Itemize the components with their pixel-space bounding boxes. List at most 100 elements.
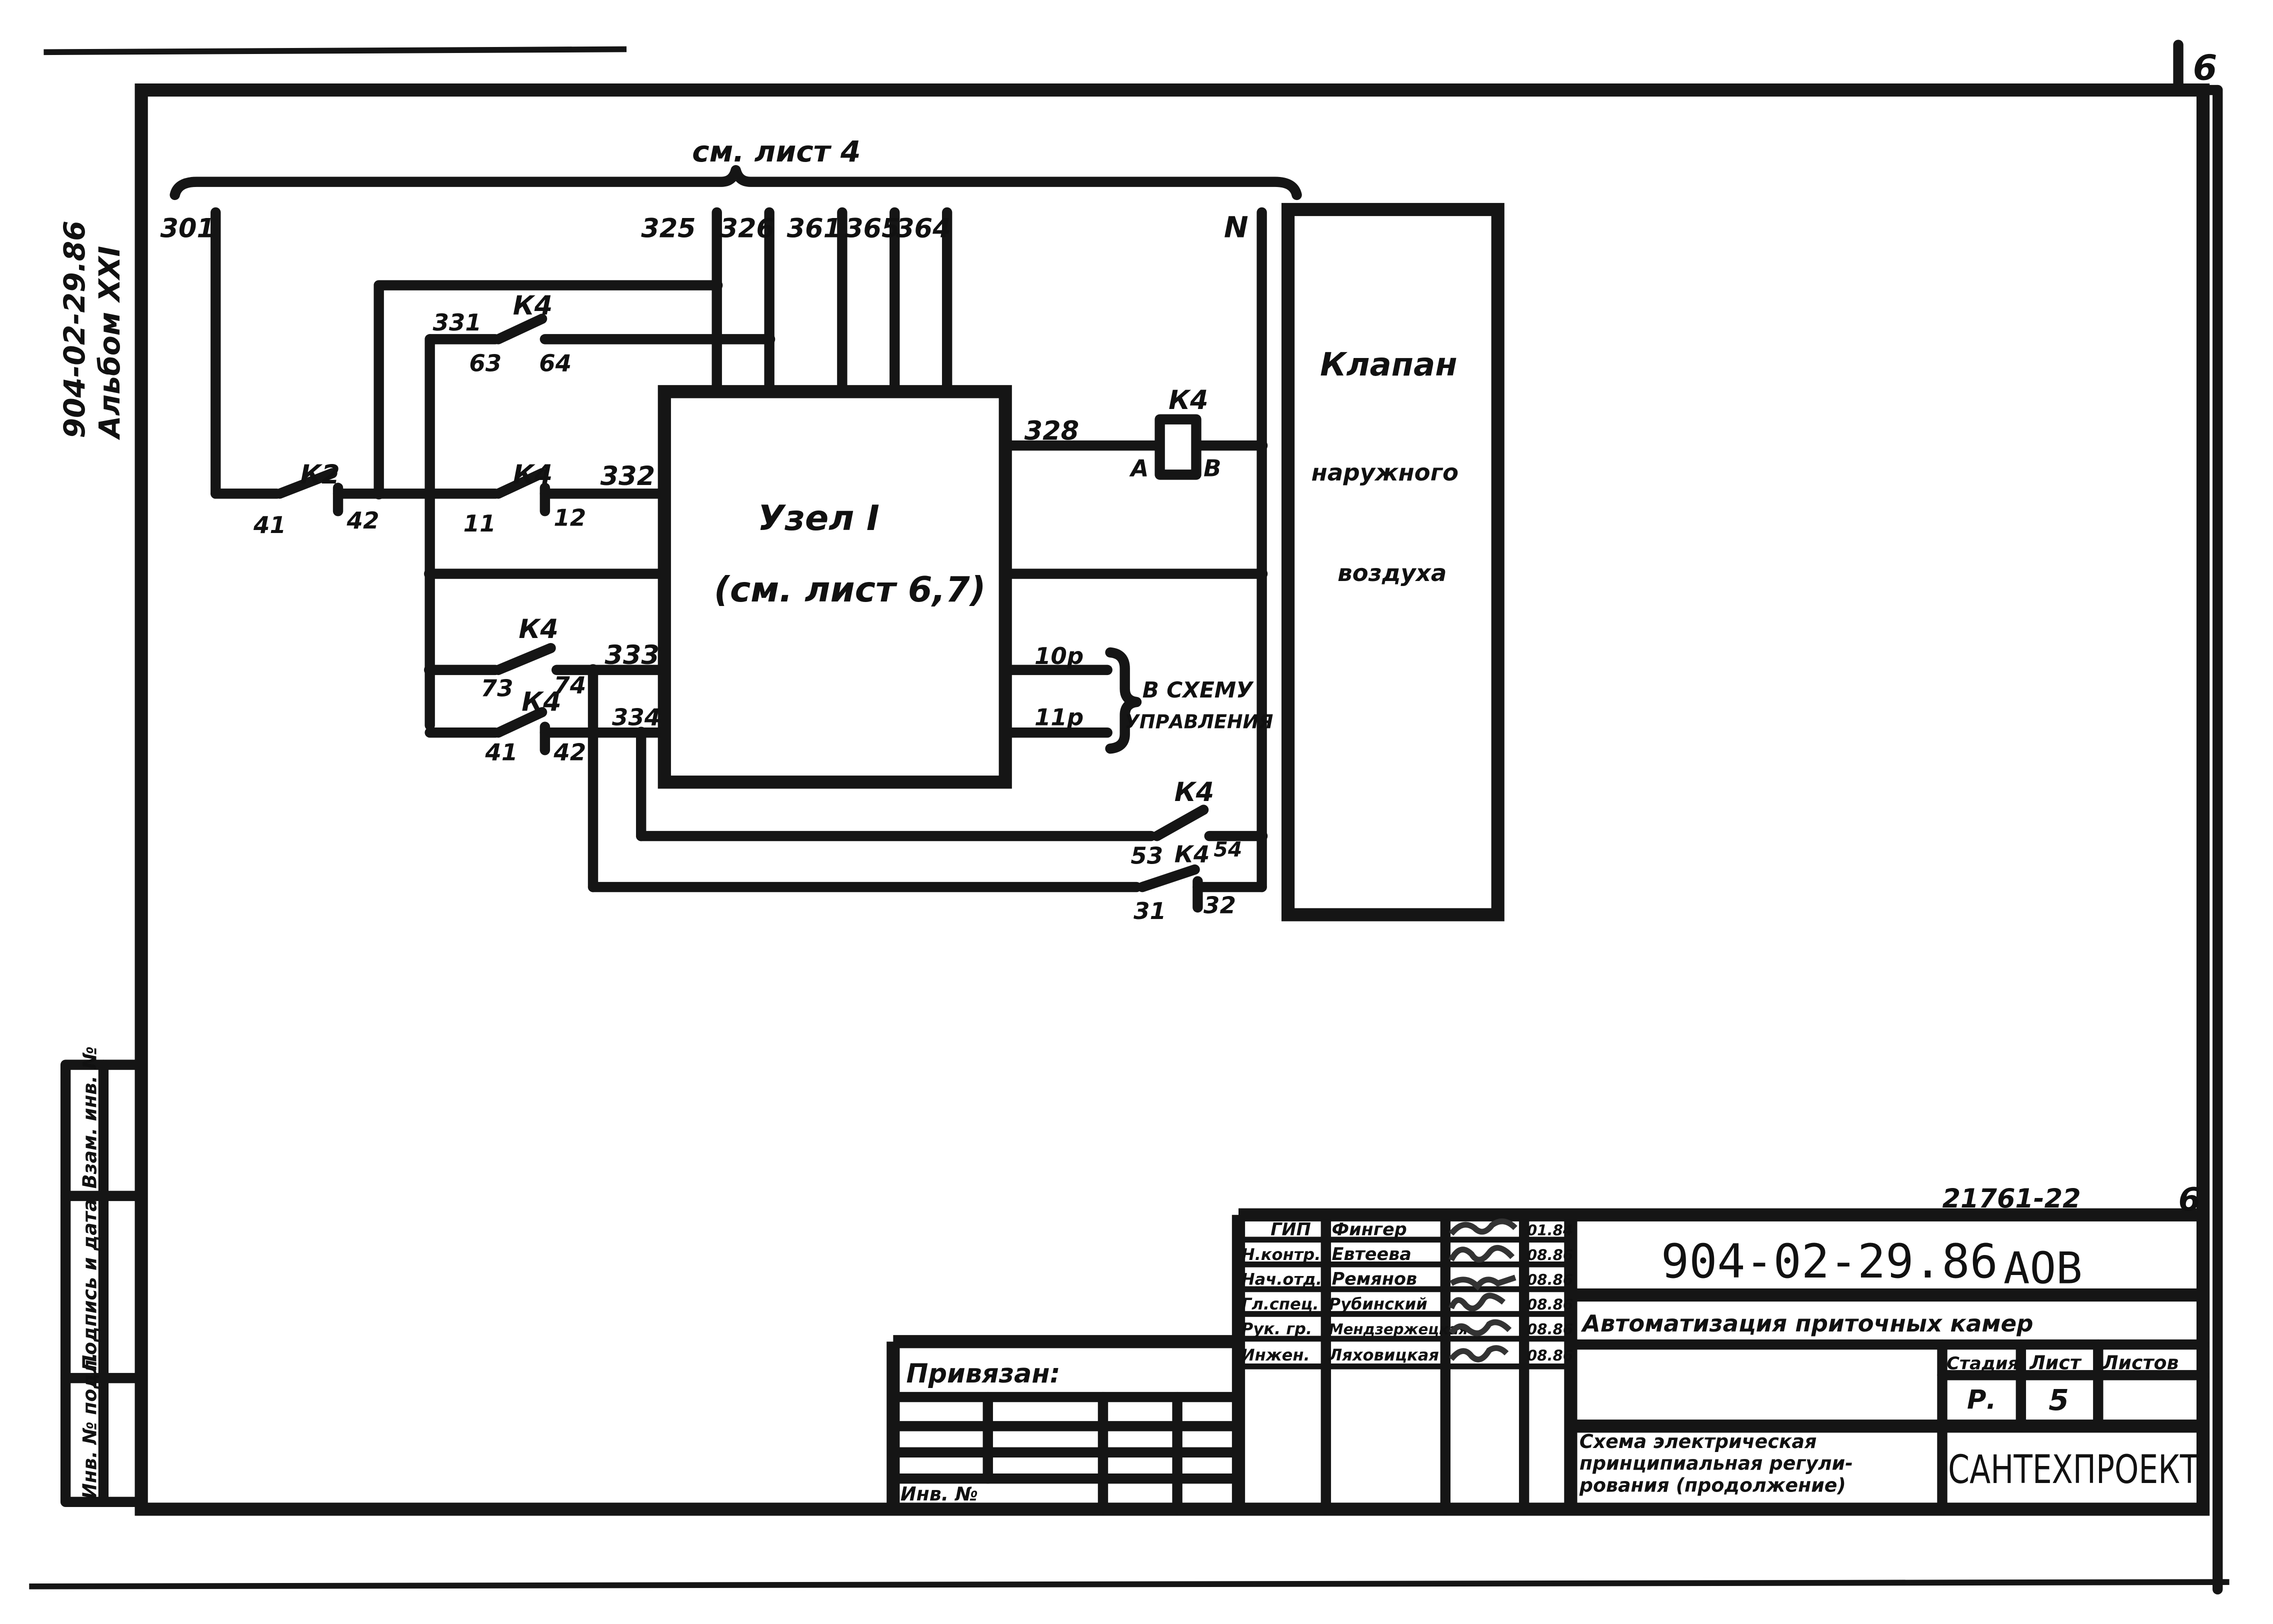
- side-stamp-table: [60, 1060, 146, 1508]
- signer-date: 08.86: [1527, 1296, 1573, 1313]
- terminal-334: 334: [612, 704, 660, 731]
- signer-name: Ляховицкая: [1328, 1346, 1439, 1364]
- terminal-332: 332: [600, 461, 655, 492]
- bus-364-label: 364: [896, 213, 950, 244]
- terminal-54: 54: [1214, 838, 1242, 862]
- terminal-11: 11: [464, 510, 496, 537]
- drawing-title-line2: принципиальная регули-: [1580, 1452, 1853, 1474]
- relay-k4-label-73: К4: [518, 614, 558, 644]
- valve-label-line3: воздуха: [1338, 560, 1446, 586]
- signer-name: Рубинский: [1329, 1294, 1428, 1314]
- signer-date: 08.86: [1527, 1272, 1573, 1288]
- signer-name: Фингер: [1332, 1220, 1406, 1240]
- signer-role: Нач.отд.: [1242, 1270, 1322, 1289]
- junction-dots: [272, 279, 1268, 842]
- title-block-grid: [886, 1208, 2208, 1514]
- signer-date: 08.86: [1527, 1347, 1573, 1364]
- sheet-header: Лист: [2029, 1352, 2082, 1374]
- bus-361-label: 361: [787, 213, 842, 244]
- contact-k2: [274, 468, 338, 499]
- valve-label-line2: наружного: [1312, 459, 1458, 486]
- terminal-B: В: [1204, 454, 1222, 482]
- contact-k4-53-54: [1152, 804, 1209, 842]
- relay-k4-coil: [1154, 414, 1202, 480]
- valve-label-line1: Клапан: [1320, 346, 1457, 384]
- bus-N-label: N: [1224, 210, 1248, 244]
- tied-label: Привязан:: [906, 1358, 1060, 1389]
- signer-name: Мендзержецкая: [1329, 1321, 1468, 1338]
- relay-k2-label: К2: [300, 460, 340, 490]
- signer-rows: ГИП Фингер 01.84 Н.контр. Евтеева 08.86 …: [1242, 1220, 1573, 1365]
- terminal-42a: 42: [346, 507, 380, 534]
- relay-k4-label-53b: К4: [1174, 841, 1210, 868]
- bus-301-label: 301: [160, 213, 215, 244]
- sheet-corner-number: 6: [2193, 48, 2218, 88]
- terminal-42b: 42: [553, 739, 586, 766]
- contact-k4-11-12: [493, 468, 548, 499]
- terminal-63: 63: [469, 350, 502, 376]
- terminal-10p: 10р: [1034, 642, 1084, 670]
- signer-role: Н.контр.: [1242, 1245, 1321, 1264]
- bus-365-label: 365: [845, 213, 900, 244]
- drawing-frame: [29, 40, 2230, 1594]
- bus-wires: [210, 207, 1267, 892]
- output-label-line1: В СХЕМУ: [1142, 678, 1254, 703]
- sheet-value: 5: [2048, 1383, 2069, 1417]
- signer-role: Рук. гр.: [1242, 1320, 1312, 1338]
- terminal-73: 73: [481, 674, 514, 702]
- terminal-labels: 41 42 11 12 331 63 64 332 333 73 74 334 …: [253, 309, 1242, 924]
- signer-role: ГИП: [1270, 1220, 1311, 1240]
- terminal-64: 64: [539, 350, 572, 376]
- contact-k4-63-64: [493, 314, 548, 344]
- terminal-A: А: [1128, 454, 1148, 482]
- margin-document-code: 904-02-29.86: [58, 220, 92, 438]
- brace-sheet-reference: см. лист 4: [692, 134, 860, 168]
- stage-value: Р.: [1967, 1384, 1996, 1415]
- signer-date: 08.86: [1527, 1321, 1573, 1338]
- relay-k4-label-63: К4: [513, 290, 552, 321]
- contact-k4-31-32: [1137, 864, 1200, 892]
- node-block-title: Узел I: [758, 498, 880, 538]
- terminal-53: 53: [1130, 842, 1163, 869]
- sheets-header: Листов: [2102, 1352, 2178, 1374]
- signer-name: Евтеева: [1332, 1244, 1411, 1264]
- signer-role: Гл.спец.: [1242, 1294, 1319, 1314]
- title-block-top-page: 6: [2178, 1181, 2201, 1218]
- relay-k4-label-coil: К4: [1168, 385, 1208, 416]
- terminal-32: 32: [1204, 892, 1236, 919]
- terminal-31: 31: [1134, 898, 1166, 924]
- relay-k4-label-11: К4: [513, 460, 552, 490]
- output-label-line2: УПРАВЛЕНИЯ: [1125, 710, 1274, 732]
- signer-role: Инжен.: [1242, 1346, 1310, 1364]
- inventory-number-label: Инв. №: [900, 1483, 978, 1505]
- document-designation: 904-02-29.86: [1661, 1234, 1998, 1288]
- document-mark: АОВ: [2004, 1243, 2082, 1294]
- title-block-top-number: 21761-22: [1942, 1184, 2080, 1214]
- top-brace: [170, 165, 1302, 200]
- relay-k4-label-53: К4: [1174, 777, 1214, 808]
- margin-album-label: Альбом XXI: [92, 246, 126, 440]
- drawing-title-line1: Схема электрическая: [1580, 1430, 1817, 1452]
- stage-header: Стадия: [1946, 1354, 2019, 1374]
- side-cell-replacement: Взам. инв. №: [78, 1046, 100, 1188]
- signer-date: 08.86: [1527, 1246, 1573, 1264]
- terminal-41a: 41: [253, 512, 286, 538]
- signer-date: 01.84: [1527, 1222, 1573, 1239]
- ladder-wiring: [210, 280, 1267, 913]
- signer-name: Ремянов: [1332, 1270, 1417, 1290]
- signature-scribbles: [1448, 1218, 1518, 1362]
- organization-name: САНТЕХПРОЕКТ: [1948, 1446, 2199, 1492]
- node-block: [658, 385, 1012, 789]
- air-valve-box: [1281, 202, 1504, 922]
- project-title: Автоматизация приточных камер: [1580, 1310, 2034, 1337]
- terminal-11p: 11р: [1034, 704, 1084, 731]
- terminal-331: 331: [432, 309, 481, 336]
- side-cell-signature: Подпись и дата: [78, 1199, 100, 1371]
- terminal-328: 328: [1024, 416, 1079, 446]
- terminal-333: 333: [604, 640, 659, 670]
- bus-326-label: 326: [720, 213, 774, 244]
- terminal-12: 12: [554, 504, 586, 531]
- terminal-41b: 41: [484, 739, 518, 766]
- terminal-74: 74: [554, 672, 586, 699]
